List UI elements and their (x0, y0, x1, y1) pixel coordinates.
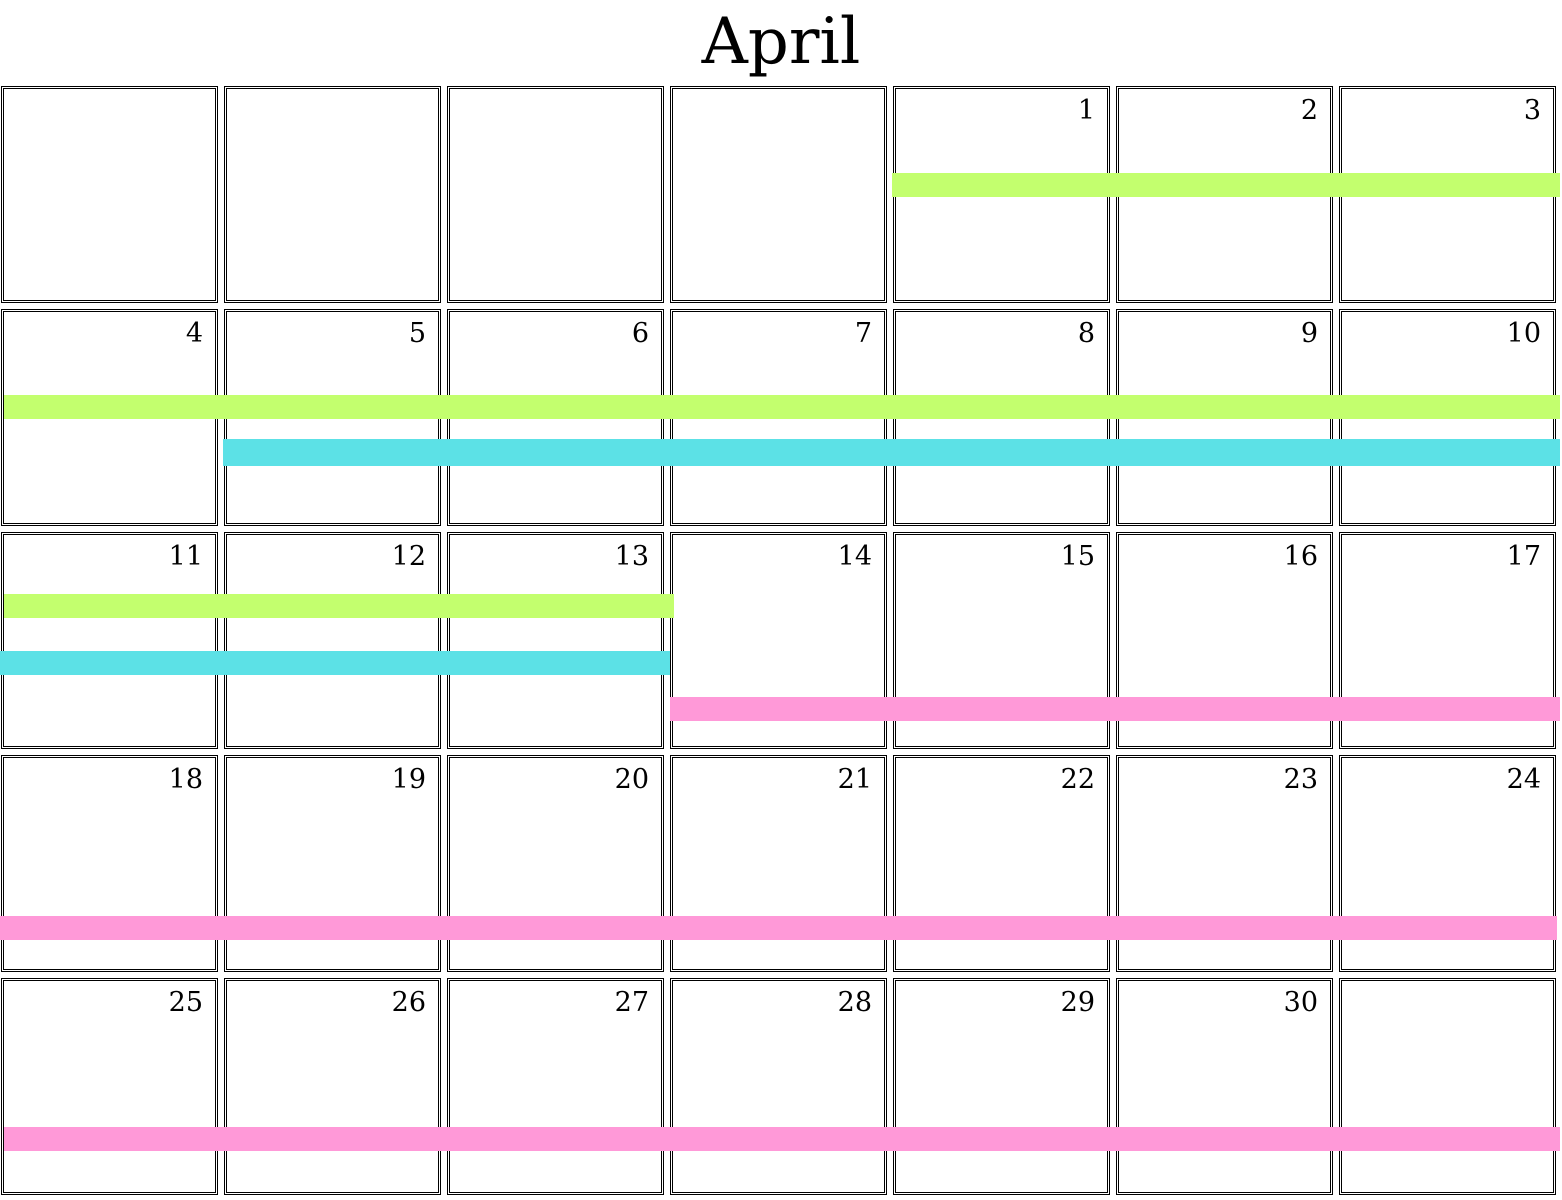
day-number: 13 (614, 541, 649, 572)
day-cell[interactable]: 25 (1, 978, 218, 1195)
day-number: 15 (1060, 541, 1095, 572)
day-number: 20 (614, 764, 649, 795)
day-number: 9 (1300, 318, 1318, 349)
day-cell[interactable]: 27 (447, 978, 664, 1195)
event-bar-cyan[interactable] (223, 439, 1560, 466)
event-bar-pink[interactable] (670, 697, 1560, 721)
event-bar-green[interactable] (4, 395, 1560, 419)
day-number: 28 (837, 987, 872, 1018)
day-number: 1 (1077, 95, 1095, 126)
day-number: 24 (1506, 764, 1541, 795)
day-cell[interactable]: 29 (893, 978, 1110, 1195)
calendar-grid: 1 2 3 4 5 6 7 8 9 10 11 12 13 14 15 16 1… (0, 85, 1562, 1200)
day-number: 21 (837, 764, 872, 795)
event-bar-green[interactable] (892, 173, 1560, 197)
day-number: 2 (1300, 95, 1318, 126)
day-number: 8 (1077, 318, 1095, 349)
day-cell[interactable] (447, 86, 664, 303)
day-number: 27 (614, 987, 649, 1018)
day-number: 4 (185, 318, 203, 349)
event-bar-cyan[interactable] (0, 651, 670, 675)
day-cell[interactable] (670, 86, 887, 303)
day-number: 30 (1283, 987, 1318, 1018)
day-number: 14 (837, 541, 872, 572)
day-number: 29 (1060, 987, 1095, 1018)
day-number: 22 (1060, 764, 1095, 795)
day-cell[interactable] (224, 86, 441, 303)
day-number: 16 (1283, 541, 1318, 572)
day-number: 11 (168, 541, 203, 572)
day-cell[interactable]: 12 (224, 532, 441, 749)
event-bar-green[interactable] (4, 594, 674, 618)
day-cell[interactable]: 26 (224, 978, 441, 1195)
day-number: 26 (391, 987, 426, 1018)
event-bar-pink[interactable] (4, 1127, 1560, 1151)
day-cell[interactable]: 13 (447, 532, 664, 749)
day-number: 25 (168, 987, 203, 1018)
day-cell[interactable] (1, 86, 218, 303)
day-cell[interactable]: 11 (1, 532, 218, 749)
day-number: 6 (631, 318, 649, 349)
day-number: 19 (391, 764, 426, 795)
day-number: 5 (408, 318, 426, 349)
day-number: 7 (854, 318, 872, 349)
day-number: 23 (1283, 764, 1318, 795)
day-cell[interactable] (1339, 978, 1556, 1195)
day-cell[interactable]: 30 (1116, 978, 1333, 1195)
day-number: 18 (168, 764, 203, 795)
day-number: 17 (1506, 541, 1541, 572)
day-number: 10 (1506, 318, 1541, 349)
month-title: April (701, 5, 861, 79)
event-bar-pink[interactable] (0, 916, 1557, 940)
day-cell[interactable]: 28 (670, 978, 887, 1195)
day-number: 3 (1523, 95, 1541, 126)
day-number: 12 (391, 541, 426, 572)
